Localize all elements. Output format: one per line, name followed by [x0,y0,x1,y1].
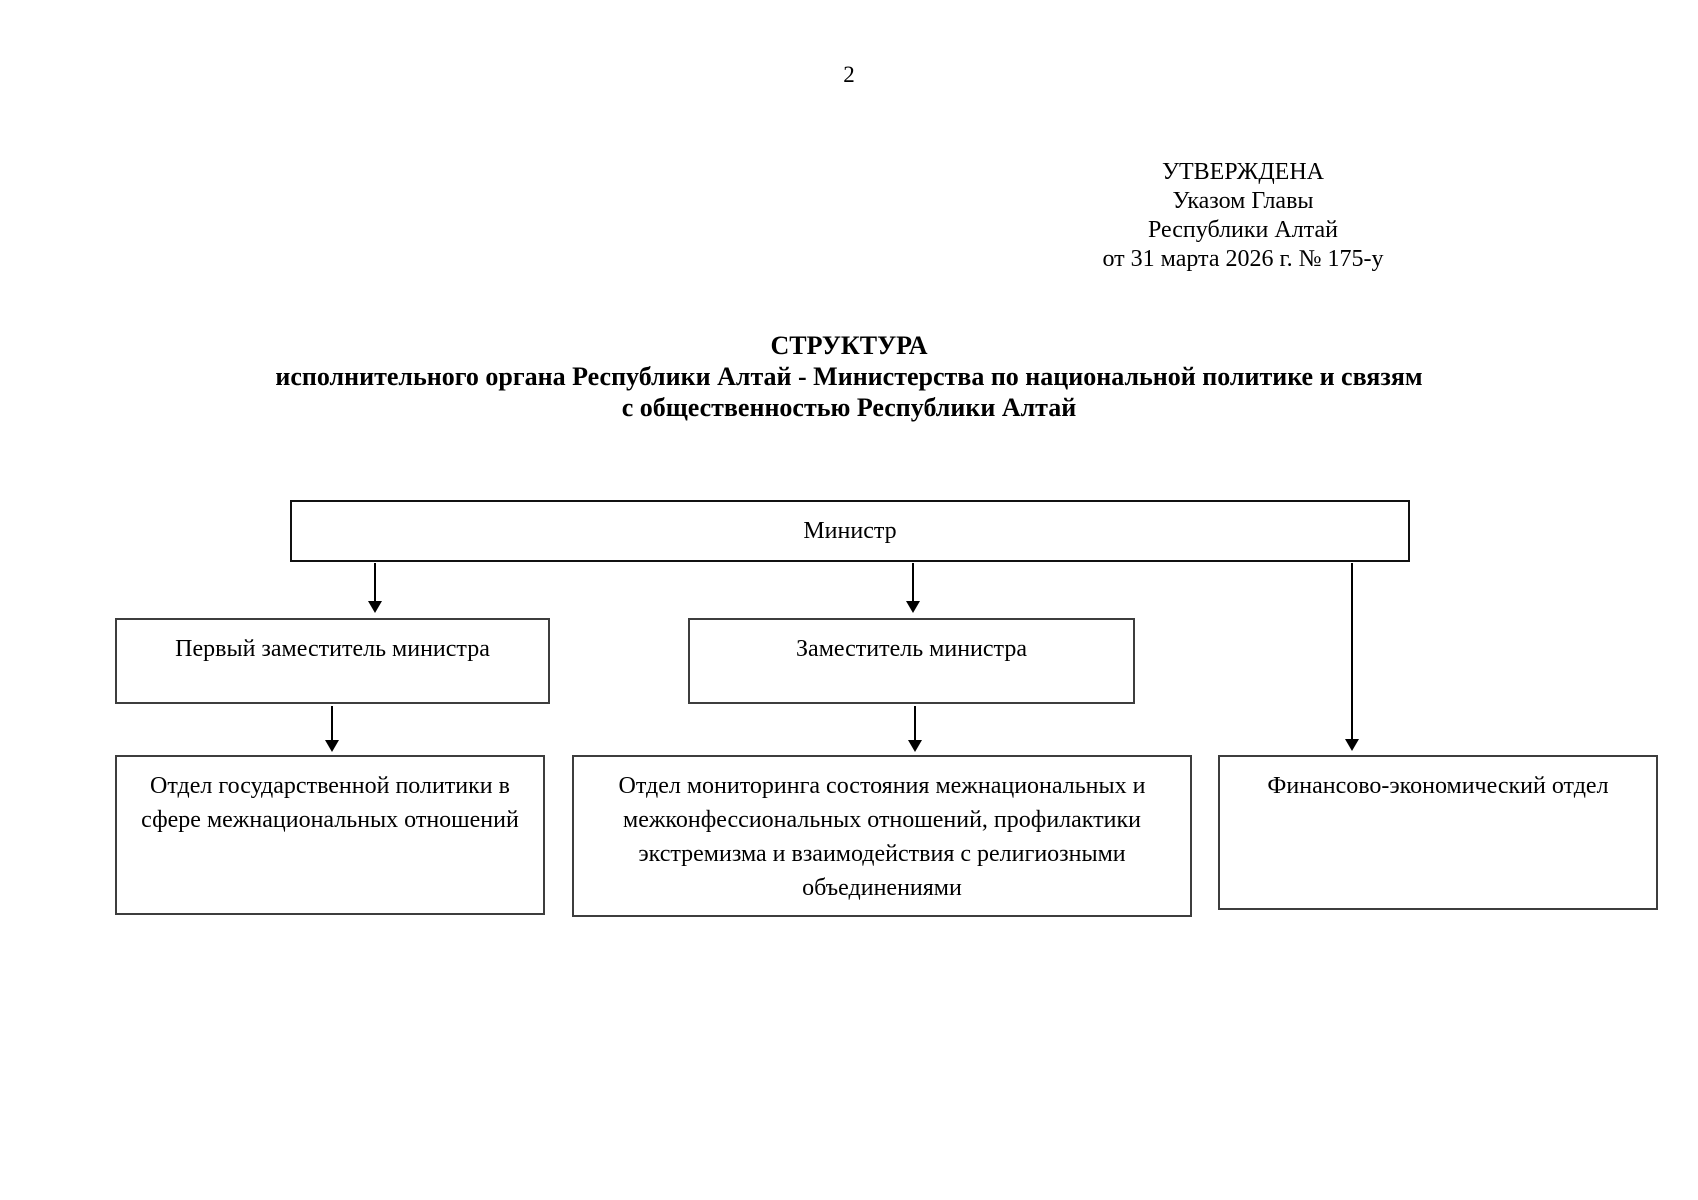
approval-line-4: от 31 марта 2026 г. № 175-у [1102,246,1384,272]
page-number: 2 [843,62,855,87]
arrow-head [1345,739,1359,751]
org-box-monitoring-dept-label: Отдел мониторинга состояния межнациональ… [618,773,1146,901]
org-box-first-deputy-label: Первый заместитель министра [175,636,490,662]
arrow-shaft [331,706,333,743]
org-box-deputy-label: Заместитель министра [796,636,1027,662]
approval-line-1: УТВЕРЖДЕНА [1161,159,1325,185]
arrow-shaft [1351,563,1353,742]
org-box-finance-dept: Финансово-экономический отдел [1218,755,1658,910]
org-box-monitoring-dept: Отдел мониторинга состояния межнациональ… [572,755,1192,917]
org-box-first-deputy: Первый заместитель министра [115,618,550,704]
arrow-first-deputy-to-state-policy-dept [325,706,339,752]
arrow-minister-to-deputy [906,563,920,613]
arrow-head [908,740,922,752]
document-title: СТРУКТУРА исполнительного органа Республ… [0,330,1698,423]
org-box-deputy: Заместитель министра [688,618,1135,704]
title-line-3: с общественностью Республики Алтай [621,393,1077,422]
arrow-deputy-to-monitoring-dept [908,706,922,752]
title-line-1: СТРУКТУРА [770,331,928,360]
approval-block: УТВЕРЖДЕНА Указом Главы Республики Алтай… [1030,158,1456,274]
org-box-minister-label: Министр [803,518,897,544]
arrow-minister-to-finance-dept [1345,563,1359,751]
arrow-head [368,601,382,613]
arrow-head [906,601,920,613]
arrow-shaft [374,563,376,604]
arrow-minister-to-first-deputy [368,563,382,613]
org-box-finance-dept-label: Финансово-экономический отдел [1267,773,1609,799]
org-box-state-policy-dept: Отдел государственной политики в сфере м… [115,755,545,915]
arrow-head [325,740,339,752]
arrow-shaft [914,706,916,743]
org-box-minister: Министр [290,500,1410,562]
org-box-state-policy-dept-label: Отдел государственной политики в сфере м… [141,773,519,833]
title-line-2: исполнительного органа Республики Алтай … [275,362,1423,391]
approval-line-2: Указом Главы [1172,188,1314,214]
approval-line-3: Республики Алтай [1148,217,1338,243]
arrow-shaft [912,563,914,604]
